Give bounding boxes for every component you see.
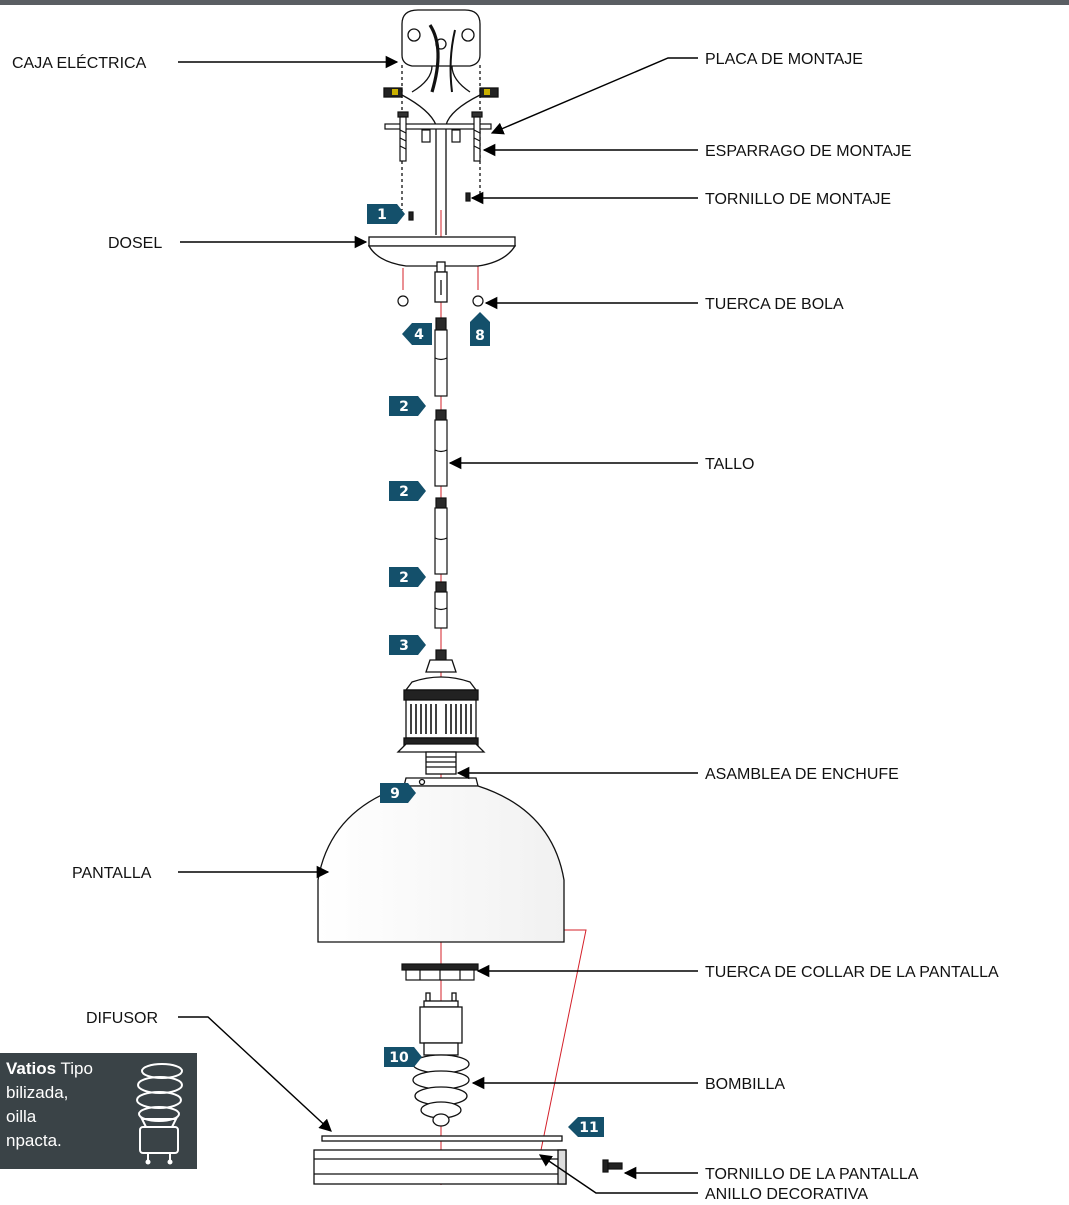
mounting-screws bbox=[408, 192, 471, 221]
step-badge-8: 8 bbox=[470, 312, 490, 346]
step-number: 2 bbox=[399, 570, 409, 586]
label-tuerca-bola: TUERCA DE BOLA bbox=[705, 296, 844, 313]
collar-nut bbox=[401, 963, 479, 981]
step-number: 10 bbox=[389, 1050, 409, 1066]
label-dosel: DOSEL bbox=[108, 235, 162, 252]
step-badge-11: 11 bbox=[568, 1117, 604, 1137]
label-placa-montaje: PLACA DE MONTAJE bbox=[705, 51, 863, 68]
note-bold: Vatios bbox=[6, 1059, 57, 1078]
shade-screw bbox=[602, 1159, 623, 1173]
step-number: 9 bbox=[390, 786, 400, 802]
step-badge-10: 10 bbox=[384, 1047, 422, 1067]
label-tuerca-collar: TUERCA DE COLLAR DE LA PANTALLA bbox=[705, 964, 999, 981]
label-tallo: TALLO bbox=[705, 456, 755, 473]
note-line4: npacta. bbox=[6, 1131, 62, 1150]
note-line2: bilizada, bbox=[6, 1083, 69, 1102]
step-number: 3 bbox=[399, 638, 409, 654]
step-badge-3: 3 bbox=[389, 635, 426, 655]
note-line3: oilla bbox=[6, 1107, 37, 1126]
top-border bbox=[0, 0, 1069, 5]
wattage-note-text: Vatios Tipo bilizada, oilla npacta. bbox=[6, 1057, 124, 1153]
label-bombilla: BOMBILLA bbox=[705, 1076, 785, 1093]
step-number: 2 bbox=[399, 399, 409, 415]
label-pantalla: PANTALLA bbox=[72, 865, 152, 882]
step-badge-9: 9 bbox=[380, 783, 416, 803]
canopy bbox=[367, 236, 517, 303]
label-tornillo-montaje: TORNILLO DE MONTAJE bbox=[705, 191, 891, 208]
label-caja-electrica: CAJA ELÉCTRICA bbox=[12, 53, 147, 72]
step-number: 2 bbox=[399, 484, 409, 500]
bulb bbox=[412, 992, 470, 1127]
label-tornillo-pantalla: TORNILLO DE LA PANTALLA bbox=[705, 1166, 919, 1183]
leader-lines bbox=[178, 55, 698, 1194]
note-line1: Tipo bbox=[56, 1059, 93, 1078]
step-badge-2a: 2 bbox=[389, 396, 426, 416]
shade bbox=[317, 777, 565, 943]
label-difusor: DIFUSOR bbox=[86, 1010, 158, 1027]
step-badge-4: 4 bbox=[402, 323, 432, 345]
step-badge-2b: 2 bbox=[389, 481, 426, 501]
electrical-box bbox=[383, 9, 499, 235]
socket-assembly bbox=[396, 659, 486, 775]
wattage-note: Vatios Tipo bilizada, oilla npacta. bbox=[0, 1053, 197, 1169]
label-anillo-decorativa: ANILLO DECORATIVA bbox=[705, 1186, 868, 1203]
cfl-bulb-icon bbox=[136, 1063, 183, 1165]
mounting-studs bbox=[397, 111, 483, 162]
step-number: 11 bbox=[579, 1120, 598, 1136]
label-asamblea-enchufe: ASAMBLEA DE ENCHUFE bbox=[705, 766, 899, 783]
stem bbox=[434, 317, 448, 661]
step-number: 1 bbox=[377, 207, 387, 223]
step-badge-1: 1 bbox=[367, 204, 405, 224]
ball-nuts bbox=[397, 295, 484, 307]
step-badge-2c: 2 bbox=[389, 567, 426, 587]
step-number: 4 bbox=[414, 327, 424, 343]
label-esparrago-montaje: ESPARRAGO DE MONTAJE bbox=[705, 143, 912, 160]
decorative-ring bbox=[313, 1149, 567, 1185]
step-number: 8 bbox=[475, 328, 485, 344]
diffuser bbox=[321, 1135, 563, 1142]
